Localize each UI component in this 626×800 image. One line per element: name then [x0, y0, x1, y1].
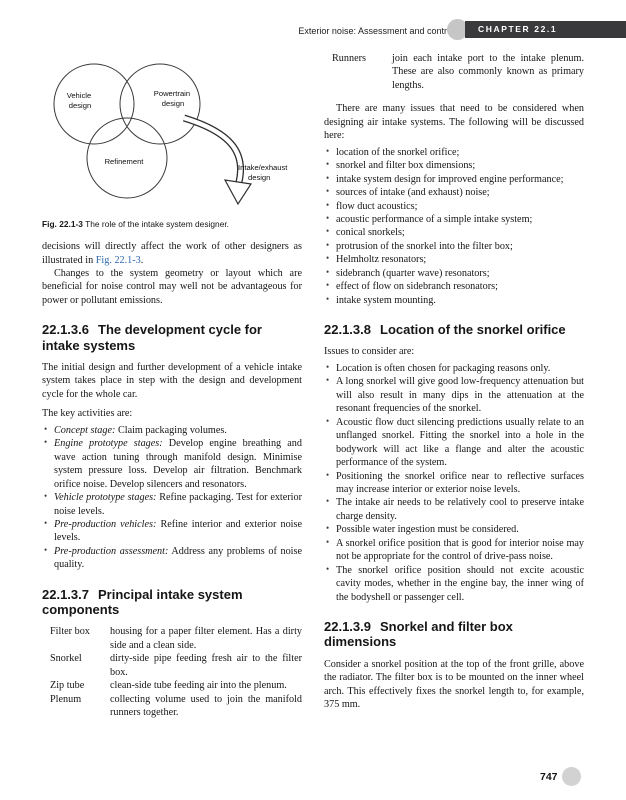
activity-rest: Claim packaging volumes.: [115, 424, 227, 436]
footer-circle-ornament: [562, 767, 581, 786]
list-item: Pre-production assessment: Address any p…: [42, 545, 302, 572]
definition-row: Zip tube clean-side tube feeding air int…: [50, 679, 302, 692]
definition-term: Zip tube: [50, 680, 85, 692]
paragraph: The key activities are:: [42, 408, 133, 420]
running-header-title: Exterior noise: Assessment and control: [298, 26, 454, 36]
definition-text: housing for a paper filter element. Has …: [110, 626, 302, 651]
left-column: Vehicle design Powertrain design Refinem…: [42, 52, 302, 720]
list-item: Engine prototype stages: Develop engine …: [42, 437, 302, 491]
list-item: Positioning the snorkel orifice near to …: [324, 470, 584, 497]
figure-cross-reference-link[interactable]: Fig. 22.1-3: [95, 254, 141, 266]
list-item: Pre-production vehicles: Refine interior…: [42, 518, 302, 545]
paragraph: Changes to the system geometry or layout…: [42, 268, 302, 306]
list-item: flow duct acoustics;: [324, 200, 584, 213]
list-item: A long snorkel will give good low-freque…: [324, 375, 584, 415]
paragraph-text: .: [140, 254, 144, 266]
list-item: intake system mounting.: [324, 294, 584, 307]
definition-row: Filter box housing for a paper filter el…: [50, 625, 302, 652]
list-item: Location is often chosen for packaging r…: [324, 362, 584, 375]
right-column: Runners join each intake port to the int…: [324, 52, 584, 712]
section-heading-22-1-3-8: 22.1.3.8 Location of the snorkel orifice: [324, 322, 584, 337]
paragraph: Issues to consider are:: [324, 346, 415, 358]
definition-text: collecting volume used to join the manif…: [110, 693, 302, 719]
section-title: Principal intake system components: [42, 586, 243, 618]
activity-rest: Refine interior and exterior noise level…: [54, 519, 302, 544]
list-item: conical snorkels;: [324, 226, 584, 239]
figure-caption-label: Fig. 22.1-3: [42, 219, 83, 229]
label-intake-exhaust-design: Intake/exhaust design: [238, 163, 290, 182]
definition-row: Runners join each intake port to the int…: [332, 52, 584, 92]
definition-text: join each intake port to the intake plen…: [392, 53, 584, 91]
list-item: Acoustic flow duct silencing predictions…: [324, 416, 584, 470]
definition-row: Snorkel dirty-side pipe feeding fresh ai…: [50, 652, 302, 679]
activity-lead: Vehicle prototype stages:: [54, 492, 157, 504]
activity-lead: Engine prototype stages:: [54, 438, 163, 450]
venn-diagram: Vehicle design Powertrain design Refinem…: [53, 63, 290, 206]
list-item: protrusion of the snorkel into the filte…: [324, 240, 584, 253]
list-item: effect of flow on sidebranch resonators;: [324, 280, 584, 293]
activity-lead: Concept stage:: [54, 424, 116, 436]
list-item: intake system design for improved engine…: [324, 173, 584, 186]
section-number: 22.1.3.8: [324, 322, 371, 338]
key-activities-list: Concept stage: Claim packaging volumes. …: [42, 424, 302, 572]
discussion-topics-list: location of the snorkel orifice; snorkel…: [324, 146, 584, 307]
definition-text: clean-side tube feeding air into the ple…: [110, 680, 287, 692]
list-item: A snorkel orifice position that is good …: [324, 537, 584, 564]
activity-lead: Pre-production vehicles:: [54, 519, 157, 530]
page-number: 747: [540, 771, 558, 783]
header-circle-ornament: [447, 19, 468, 40]
list-item: location of the snorkel orifice;: [324, 146, 584, 159]
paragraph: The initial design and further developme…: [42, 362, 302, 400]
paragraph-text: decisions will directly affect the work …: [42, 241, 302, 266]
section-title: Location of the snorkel orifice: [380, 322, 566, 338]
chapter-badge: CHAPTER 22.1: [465, 21, 626, 38]
intake-exhaust-arrow-icon: [182, 114, 253, 206]
label-powertrain-design: Powertrain design: [154, 89, 192, 108]
components-definition-list: Filter box housing for a paper filter el…: [42, 625, 302, 719]
paragraph: There are many issues that need to be co…: [324, 103, 584, 142]
definition-term: Filter box: [50, 626, 90, 638]
figure-22-1-3: Vehicle design Powertrain design Refinem…: [42, 52, 302, 230]
list-item: The intake air needs to be relatively co…: [324, 496, 584, 523]
list-item: Helmholtz resonators;: [324, 253, 584, 266]
list-item: sidebranch (quarter wave) resonators;: [324, 267, 584, 280]
definition-term: Plenum: [50, 693, 82, 705]
activity-rest: Refine packaging. Test for exterior nois…: [54, 492, 302, 517]
considerations-list: Location is often chosen for packaging r…: [324, 362, 584, 604]
definition-term: Runners: [332, 53, 366, 64]
list-item: Concept stage: Claim packaging volumes.: [42, 424, 302, 437]
venn-circle-powertrain: [119, 63, 201, 145]
list-item: sources of intake (and exhaust) noise;: [324, 186, 584, 199]
section-number: 22.1.3.9: [324, 619, 371, 635]
paragraph: decisions will directly affect the work …: [42, 240, 302, 267]
list-item: acoustic performance of a simple intake …: [324, 213, 584, 226]
definition-row: Plenum collecting volume used to join th…: [50, 693, 302, 720]
list-item: The snorkel orifice position should not …: [324, 564, 584, 604]
section-number: 22.1.3.7: [42, 586, 89, 602]
venn-circle-vehicle: [53, 63, 135, 145]
activity-lead: Pre-production assessment:: [54, 545, 169, 557]
section-number: 22.1.3.6: [42, 322, 89, 338]
section-title: Snorkel and filter box dimensions: [324, 619, 513, 650]
label-refinement: Refinement: [105, 157, 145, 166]
figure-caption-text: The role of the intake system designer.: [85, 219, 230, 229]
venn-circle-refinement: [86, 117, 168, 199]
label-vehicle-design: Vehicle design: [67, 91, 94, 110]
section-title: The development cycle for intake systems: [42, 322, 262, 353]
list-item: Vehicle prototype stages: Refine packagi…: [42, 491, 302, 518]
figure-caption: Fig. 22.1-3 The role of the intake syste…: [42, 219, 302, 230]
components-definition-list-continued: Runners join each intake port to the int…: [324, 52, 584, 92]
definition-term: Snorkel: [50, 653, 82, 665]
activity-rest: Develop engine breathing and wave action…: [54, 438, 302, 490]
list-item: snorkel and filter box dimensions;: [324, 159, 584, 172]
activity-rest: Address any problems of noise quality.: [54, 545, 302, 571]
definition-text: dirty-side pipe feeding fresh air to the…: [110, 653, 302, 678]
list-item: Possible water ingestion must be conside…: [324, 523, 584, 536]
paragraph: Consider a snorkel position at the top o…: [324, 658, 584, 711]
